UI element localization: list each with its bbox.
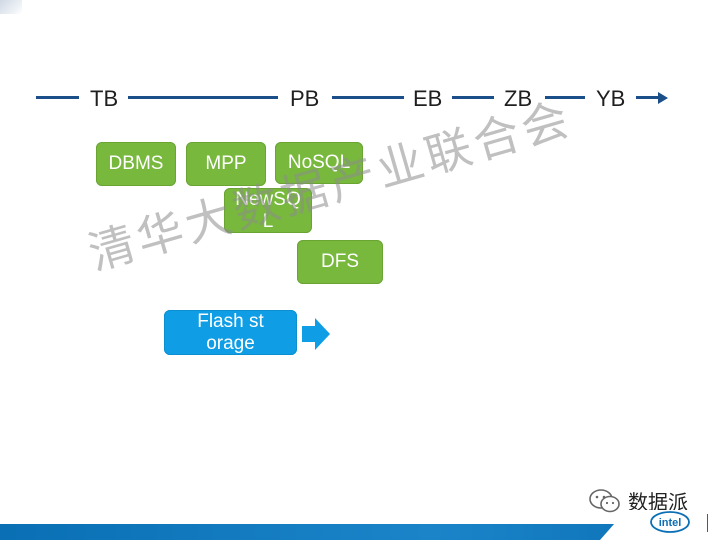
- timeline-label-yb: YB: [596, 86, 626, 111]
- wechat-icon: [589, 488, 620, 512]
- timeline-arrowhead-icon: [658, 91, 668, 104]
- timeline-label-tb: TB: [90, 86, 119, 111]
- box-dfs: DFS: [297, 240, 383, 284]
- flash-arrow-icon: [302, 318, 330, 350]
- timeline-segment: [36, 96, 79, 99]
- timeline-label-eb: EB: [413, 86, 443, 111]
- timeline-label-pb: PB: [290, 86, 320, 111]
- box-mpp: MPP: [186, 142, 266, 186]
- box-newsql: NewSQL: [224, 188, 312, 233]
- footer-bar: [0, 524, 720, 540]
- box-flash-storage: Flash storage: [164, 310, 297, 355]
- timeline-segment: [128, 96, 278, 99]
- intel-logo: intel: [650, 511, 690, 533]
- timeline-segment: [452, 96, 494, 99]
- timeline-segment: [332, 96, 404, 99]
- box-nosql: NoSQL: [275, 142, 363, 184]
- timeline-label-zb: ZB: [504, 86, 533, 111]
- box-dbms: DBMS: [96, 142, 176, 186]
- timeline-segment: [545, 96, 585, 99]
- footer-divider: [707, 514, 708, 532]
- timeline-segment: [636, 96, 660, 99]
- svg-text:intel: intel: [659, 517, 682, 529]
- corner-decoration: [0, 0, 22, 14]
